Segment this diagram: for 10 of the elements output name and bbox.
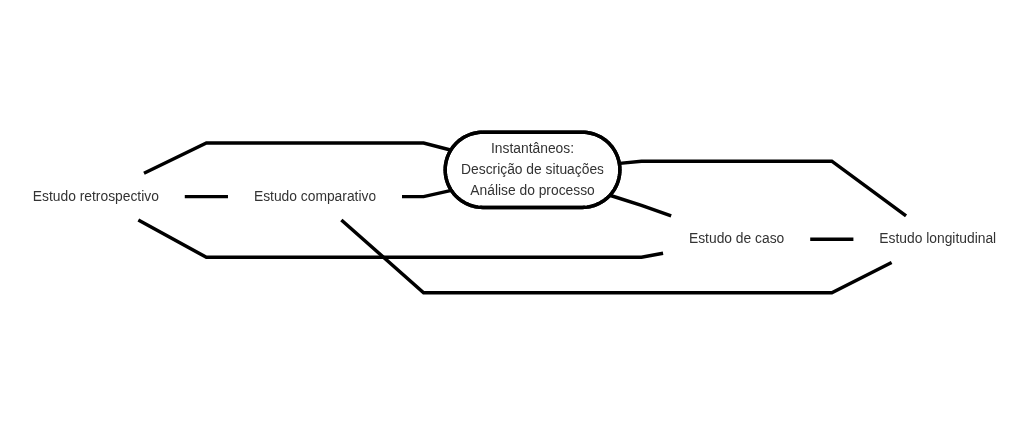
node-text: Estudo de caso: [688, 231, 785, 247]
node-text: Estudo comparativo: [253, 188, 377, 204]
connector: [340, 218, 893, 295]
connector: [810, 237, 854, 241]
node-text: Estudo longitudinal: [879, 231, 997, 247]
connector: [184, 194, 228, 199]
connector: [402, 188, 452, 199]
connector: [137, 218, 664, 260]
connector: [610, 193, 672, 218]
node-text: Estudo retrospectivo: [32, 188, 159, 204]
